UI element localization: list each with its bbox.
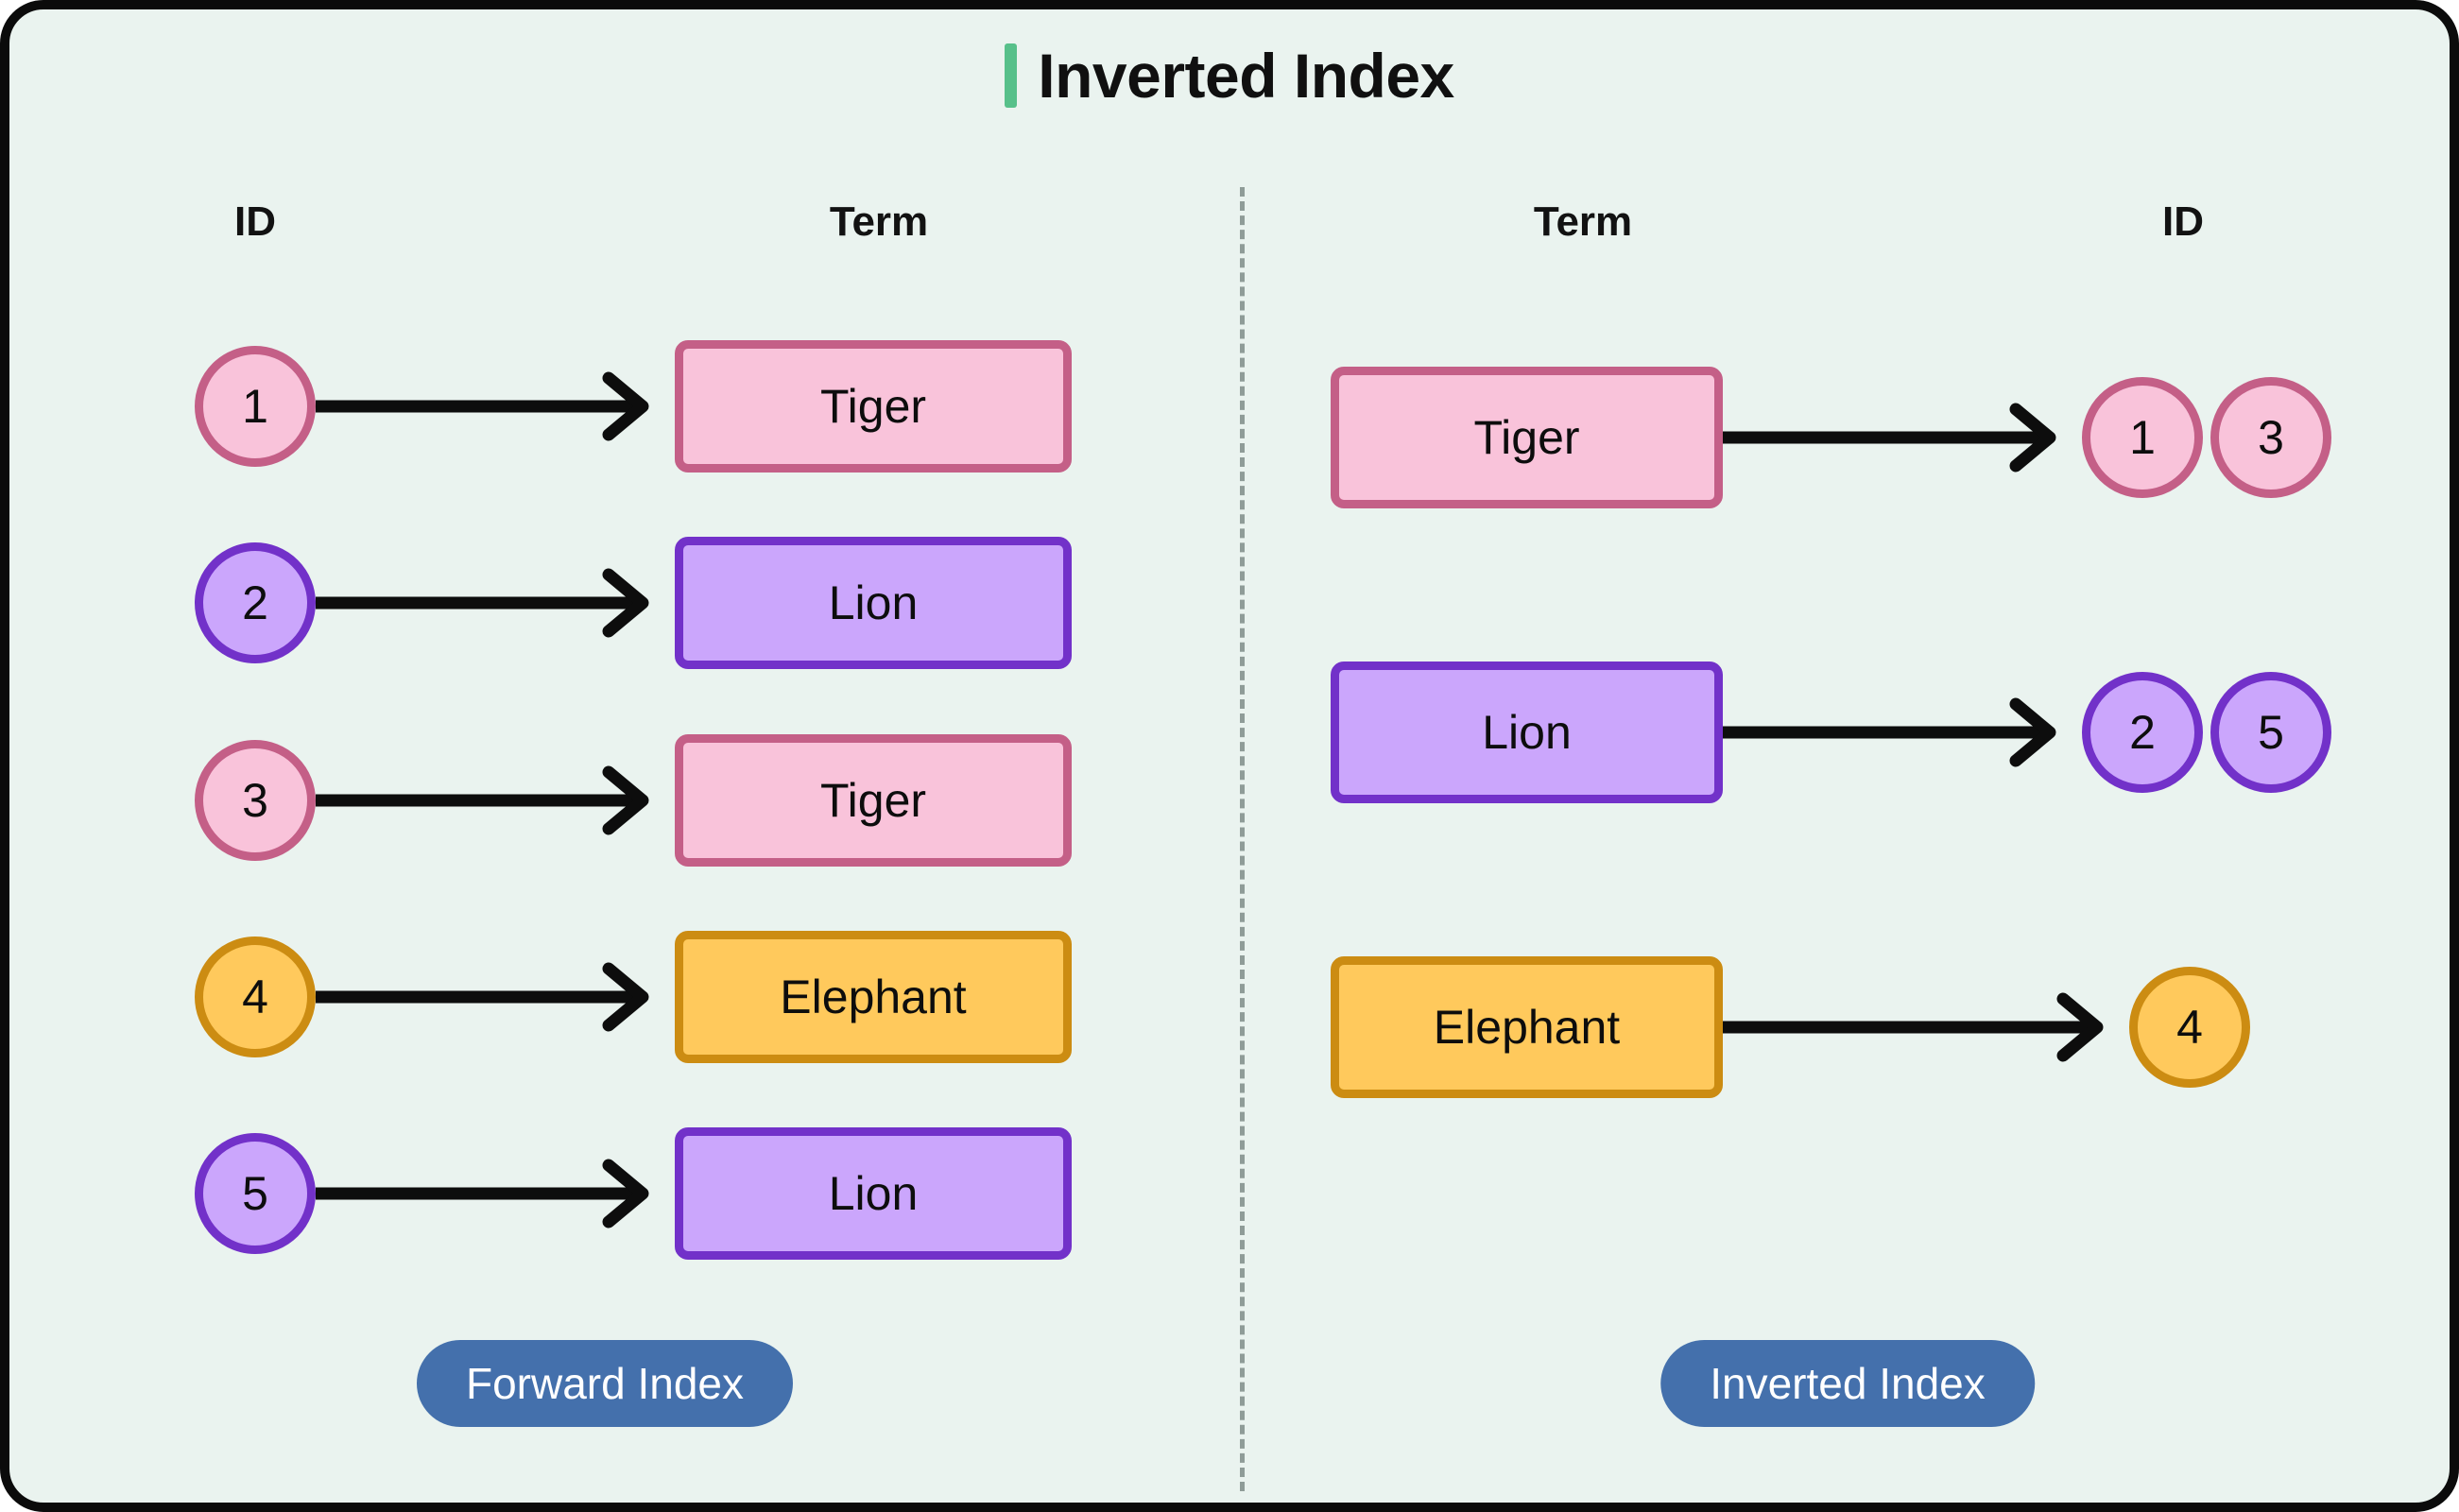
id-group: 1 3 xyxy=(2082,377,2331,498)
arrow-icon xyxy=(316,959,675,1035)
inverted-index-pill[interactable]: Inverted Index xyxy=(1660,1339,2035,1427)
id-circle[interactable]: 3 xyxy=(2210,377,2331,498)
title-accent-bar xyxy=(1005,43,1018,108)
forward-row-1: 1 Tiger xyxy=(195,335,1072,477)
inverted-row-3: Elephant 4 xyxy=(1331,956,2250,1098)
inverted-row-1: Tiger 1 3 xyxy=(1331,367,2331,508)
arrow-icon xyxy=(316,369,675,444)
id-circle[interactable]: 5 xyxy=(2210,672,2331,793)
panel-divider xyxy=(1240,187,1245,1491)
term-box[interactable]: Lion xyxy=(675,537,1072,669)
left-header-id: ID xyxy=(234,198,276,245)
forward-row-5: 5 Lion xyxy=(195,1123,1072,1264)
forward-index-pill[interactable]: Forward Index xyxy=(416,1339,794,1427)
term-box[interactable]: Tiger xyxy=(675,734,1072,867)
title-label: Inverted Index xyxy=(1038,41,1454,111)
id-circle[interactable]: 5 xyxy=(195,1133,316,1254)
id-circle[interactable]: 2 xyxy=(195,542,316,663)
id-group: 4 xyxy=(2129,967,2250,1088)
term-box[interactable]: Lion xyxy=(1331,662,1723,803)
right-header-term: Term xyxy=(1533,198,1633,245)
arrow-icon xyxy=(316,1156,675,1231)
id-circle[interactable]: 1 xyxy=(2082,377,2203,498)
arrow-icon xyxy=(316,763,675,838)
term-box[interactable]: Elephant xyxy=(1331,956,1723,1098)
page-title: Inverted Index xyxy=(9,43,2450,108)
term-box[interactable]: Elephant xyxy=(675,931,1072,1063)
arrow-icon xyxy=(316,565,675,641)
id-group: 2 5 xyxy=(2082,672,2331,793)
arrow-icon xyxy=(1723,695,2082,770)
id-circle[interactable]: 4 xyxy=(2129,967,2250,1088)
term-box[interactable]: Tiger xyxy=(675,340,1072,472)
forward-row-2: 2 Lion xyxy=(195,532,1072,674)
inverted-row-2: Lion 2 5 xyxy=(1331,662,2331,803)
term-box[interactable]: Tiger xyxy=(1331,367,1723,508)
id-circle[interactable]: 2 xyxy=(2082,672,2203,793)
right-header-id: ID xyxy=(2162,198,2204,245)
term-box[interactable]: Lion xyxy=(675,1127,1072,1260)
left-header-term: Term xyxy=(829,198,929,245)
forward-row-4: 4 Elephant xyxy=(195,926,1072,1068)
id-circle[interactable]: 3 xyxy=(195,740,316,861)
forward-row-3: 3 Tiger xyxy=(195,730,1072,871)
id-circle[interactable]: 1 xyxy=(195,346,316,467)
arrow-icon xyxy=(1723,989,2129,1065)
id-circle[interactable]: 4 xyxy=(195,936,316,1057)
arrow-icon xyxy=(1723,400,2082,475)
